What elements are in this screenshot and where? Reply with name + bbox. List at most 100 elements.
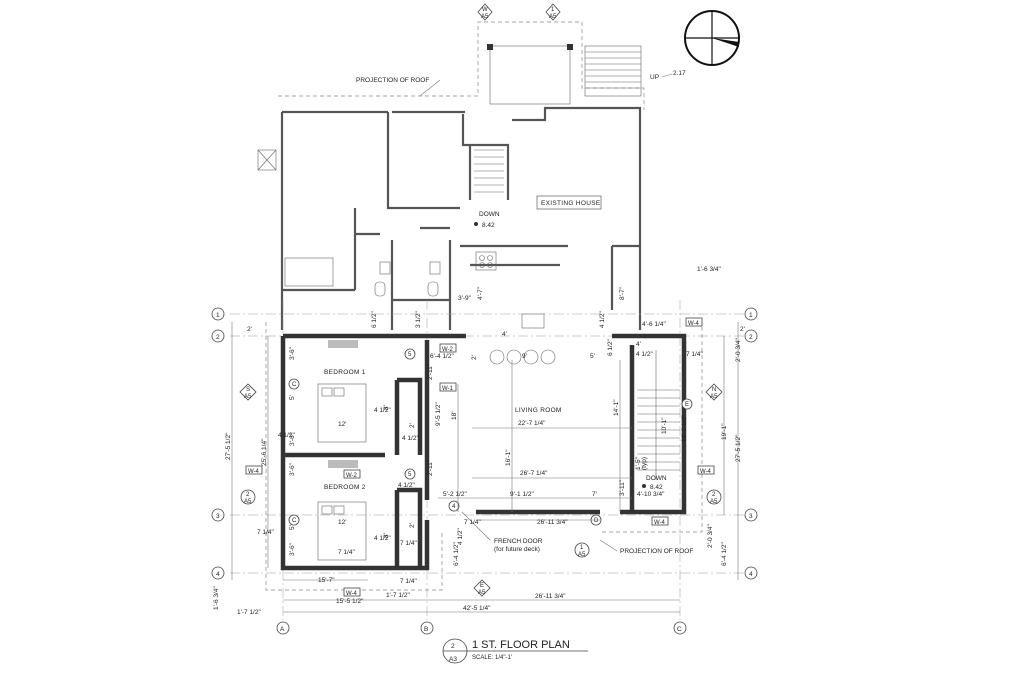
drawing-title-block: 2 A3 1 ST. FLOOR PLAN SCALE: 1/4"-1' [442,638,588,664]
svg-text:26'-11 3/4": 26'-11 3/4" [535,593,566,600]
svg-text:27'-5 1/2": 27'-5 1/2" [225,432,232,460]
svg-text:3'-6": 3'-6" [289,542,296,556]
svg-text:8': 8' [383,405,390,410]
svg-text:W-4: W-4 [346,591,358,597]
bedroom-1-label: BEDROOM 1 [324,369,366,376]
svg-text:A5: A5 [578,552,586,558]
roof-note-leader [419,79,441,97]
svg-text:25'-6 1/4": 25'-6 1/4" [261,438,268,466]
svg-text:2'-11": 2'-11" [427,459,434,476]
svg-text:4 1/2": 4 1/2" [278,432,295,439]
svg-text:B: B [424,626,428,633]
existing-stair [474,149,504,193]
heater-bedroom-2 [328,460,358,468]
roof-projection-bottom [265,322,703,591]
svg-text:2: 2 [246,492,250,498]
svg-text:2: 2 [712,492,716,498]
svg-text:W-2: W-2 [442,347,454,353]
svg-text:3: 3 [749,513,753,520]
svg-text:S: S [246,387,250,393]
svg-text:C: C [677,626,682,633]
svg-text:9': 9' [522,353,527,360]
svg-text:2': 2' [409,423,416,428]
heater-bedroom-1 [328,340,358,348]
dimension-lines [231,322,739,613]
svg-text:4 1/2": 4 1/2" [402,435,419,442]
svg-text:E: E [685,402,689,408]
roof-projection-note-bottom: PROJECTION OF ROOF [620,548,693,555]
svg-text:A5: A5 [478,590,486,596]
svg-text:6'-4 1/2": 6'-4 1/2" [430,353,454,360]
roof-projection-note-top: PROJECTION OF ROOF [356,77,429,84]
svg-text:2'-0 3/4": 2'-0 3/4" [707,524,714,548]
svg-text:42'-5 1/4": 42'-5 1/4" [463,605,491,612]
svg-text:4'-10 3/4": 4'-10 3/4" [637,491,665,498]
svg-text:4': 4' [502,331,507,338]
bed-bedroom-1 [317,383,367,443]
svg-text:1'-7 1/2": 1'-7 1/2" [386,592,410,599]
svg-text:C: C [292,518,297,524]
svg-text:E: E [480,583,484,589]
svg-text:7 1/4": 7 1/4" [464,519,481,526]
svg-text:1'-7 1/2": 1'-7 1/2" [237,609,261,616]
svg-text:A5: A5 [481,14,489,20]
svg-text:3'-6": 3'-6" [289,432,296,446]
svg-text:D: D [594,518,599,524]
svg-text:7 1/4": 7 1/4" [686,351,703,358]
living-room-label: LIVING ROOM [515,407,562,414]
svg-text:W-4: W-4 [654,520,666,526]
svg-text:3'-6": 3'-6" [289,462,296,476]
bar-stools [489,349,556,365]
svg-text:14'-1": 14'-1" [613,399,620,416]
svg-text:1: 1 [749,312,753,319]
svg-text:3'-6": 3'-6" [289,346,296,360]
section-marker-2-right: 2 A5 [706,489,722,505]
svg-text:1: 1 [551,7,555,13]
svg-text:4 1/2": 4 1/2" [457,528,464,545]
svg-text:4'-7": 4'-7" [477,286,484,300]
svg-text:18': 18' [451,412,458,420]
svg-text:W-4: W-4 [688,321,700,327]
up-value: 2.17 [673,70,686,77]
svg-text:10'-1": 10'-1" [661,417,668,434]
svg-text:8': 8' [383,533,390,538]
down-value-new: 8.42 [650,484,663,491]
svg-text:8'-7": 8'-7" [619,286,626,300]
svg-text:7 1/4": 7 1/4" [257,529,274,536]
svg-text:4 1/2": 4 1/2" [636,351,653,358]
svg-text:9'-5 1/2": 9'-5 1/2" [435,402,442,426]
svg-text:2': 2' [409,523,416,528]
svg-text:4 1/2": 4 1/2" [374,535,391,542]
svg-text:1: 1 [580,545,584,551]
drawing-scale: SCALE: 1/4"-1' [472,655,512,661]
svg-text:5'-2 1/2": 5'-2 1/2" [443,491,467,498]
svg-text:2: 2 [216,334,220,341]
svg-text:4': 4' [636,341,641,348]
svg-text:26'-7 1/4": 26'-7 1/4" [520,470,548,477]
down-label-existing: DOWN [479,211,500,218]
svg-text:A5: A5 [244,499,252,505]
svg-text:4: 4 [749,571,753,578]
svg-text:W-2: W-2 [346,473,358,479]
door-tags: 5 5 4 D E C C [288,348,693,526]
svg-text:6 1/2": 6 1/2" [607,339,614,356]
svg-text:2': 2' [740,326,745,333]
svg-text:7 1/4": 7 1/4" [338,549,355,556]
svg-text:6'-4 1/2": 6'-4 1/2" [453,542,460,566]
svg-text:7 1/4": 7 1/4" [400,578,417,585]
svg-text:6'-4 1/2": 6'-4 1/2" [721,542,728,566]
svg-text:W-4: W-4 [700,469,712,475]
svg-text:A5: A5 [549,14,557,20]
svg-text:3: 3 [216,513,220,520]
svg-text:A5: A5 [710,499,718,505]
svg-text:19'-1": 19'-1" [721,423,728,440]
french-door-note-2: (for future deck) [494,546,540,553]
svg-text:5': 5' [289,395,296,400]
svg-text:W-4: W-4 [248,469,260,475]
svg-text:2'-0 3/4": 2'-0 3/4" [735,338,742,362]
